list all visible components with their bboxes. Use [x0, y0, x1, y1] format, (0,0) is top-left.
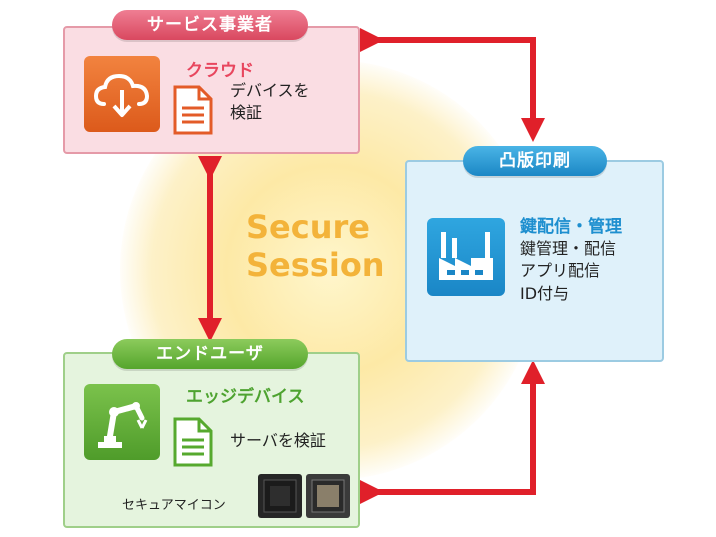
document-icon	[172, 84, 214, 140]
factory-icon	[427, 218, 505, 296]
session-word: Session	[246, 246, 385, 284]
robot-arm-icon	[84, 384, 160, 460]
key-text-line-3: ID付与	[520, 284, 570, 303]
cloud-heading: クラウド	[186, 61, 254, 81]
toppan-title: 凸版印刷	[463, 146, 607, 176]
arrow-user-toppan	[360, 360, 545, 504]
document-icon-user	[172, 416, 214, 472]
secure-session-label: Secure Session	[246, 208, 385, 284]
arrow-service-toppan	[360, 28, 545, 142]
key-heading: 鍵配信・管理	[520, 217, 622, 237]
secure-word: Secure	[246, 208, 370, 246]
chip-icon	[258, 474, 302, 518]
cloud-text-line-1: デバイスを	[230, 81, 310, 100]
cloud-text-line-2: 検証	[230, 103, 263, 122]
end-user-title: エンドユーザ	[112, 339, 308, 369]
key-text-line-2: アプリ配信	[520, 261, 601, 280]
chip-icon-2	[306, 474, 350, 518]
edge-text-line: サーバを検証	[230, 431, 326, 450]
edge-heading: エッジデバイス	[186, 387, 305, 407]
key-text-line-1: 鍵管理・配信	[520, 239, 617, 258]
service-provider-title: サービス事業者	[112, 10, 308, 40]
mcu-label: セキュアマイコン	[122, 498, 226, 513]
cloud-download-icon	[84, 56, 160, 132]
